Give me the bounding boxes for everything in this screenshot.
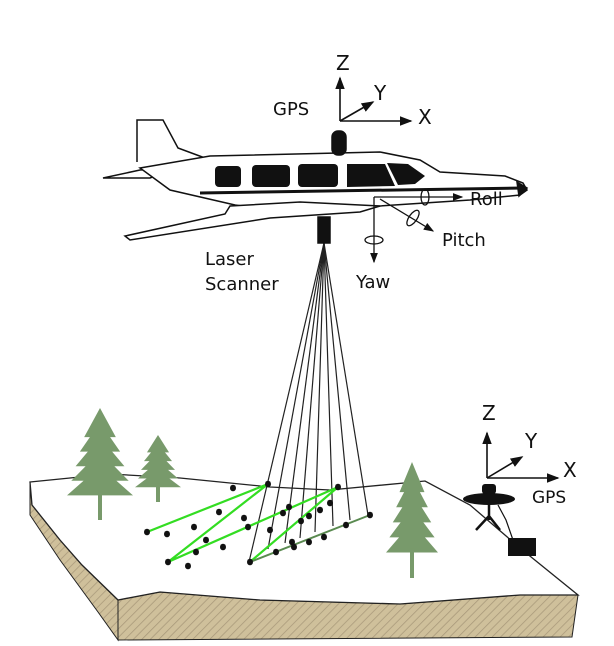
return-point: [191, 523, 197, 531]
tail-fin: [136, 119, 206, 162]
roll-label: Roll: [470, 189, 503, 210]
return-point: [241, 514, 247, 522]
return-point: [144, 528, 150, 536]
trees: [67, 408, 438, 578]
scan-pattern: [144, 480, 373, 570]
return-point: [267, 526, 273, 534]
aircraft-axis-y-label: Y: [373, 81, 387, 105]
return-point: [273, 548, 279, 556]
ground-axes: [482, 431, 560, 483]
ground-axis-y-label: Y: [524, 429, 538, 453]
airplane-windows: [215, 163, 425, 187]
return-point: [216, 508, 222, 516]
gps-cable: [497, 504, 514, 541]
tree-icon: [386, 462, 438, 578]
laser-scanner-label-line1: Laser: [205, 249, 255, 270]
yaw-label: Yaw: [355, 272, 390, 293]
laser-beam: [267, 242, 325, 550]
return-point: [247, 558, 253, 566]
fuselage-stripe: [199, 186, 523, 195]
return-point: [343, 521, 349, 529]
attitude-axes: [364, 188, 464, 264]
return-point: [220, 543, 226, 551]
nose-cone: [516, 180, 529, 198]
return-point: [193, 548, 199, 556]
return-point: [298, 517, 304, 525]
gps-receiver-box: [508, 538, 536, 556]
aircraft-axis-z-label: Z: [336, 51, 350, 75]
laser-return-points: [144, 480, 373, 570]
tree-icon: [67, 408, 133, 520]
yaw-rotation-icon: [364, 235, 384, 245]
return-point: [291, 543, 297, 551]
pitch-label: Pitch: [442, 230, 486, 251]
terrain-top-surface: [29, 473, 580, 605]
return-point: [327, 499, 333, 507]
laser-beam: [323, 242, 369, 516]
return-point: [317, 506, 323, 514]
laser-scanner-label-line2: Scanner: [205, 274, 279, 295]
ground-axis-z-label: Z: [482, 401, 496, 425]
aircraft-axes: [335, 76, 413, 126]
return-point: [245, 523, 251, 531]
return-point: [165, 558, 171, 566]
return-point: [306, 512, 312, 520]
return-point: [289, 538, 295, 546]
gps-antenna-plate: [463, 493, 515, 505]
aircraft-axis-x-label: X: [418, 105, 432, 129]
laser-beam: [299, 242, 325, 539]
tree-icon: [135, 435, 181, 502]
return-point: [367, 511, 373, 519]
terrain-block: [29, 473, 580, 642]
return-point: [286, 503, 292, 511]
aircraft-gps-label: GPS: [273, 99, 309, 120]
wing: [123, 201, 381, 241]
ground-axis-x-label: X: [563, 458, 577, 482]
laser-beams: [248, 242, 369, 563]
gps-tripod: [475, 504, 501, 531]
pitch-rotation-icon: [406, 209, 420, 227]
return-point: [230, 484, 236, 492]
laser-beam: [284, 242, 325, 544]
roll-rotation-icon: [420, 188, 430, 206]
return-point: [280, 509, 286, 517]
return-point: [164, 530, 170, 538]
laser-beam: [314, 242, 325, 533]
laser-scanner-unit: [317, 216, 331, 244]
return-point: [203, 536, 209, 544]
laser-beam: [323, 242, 351, 521]
return-point: [265, 480, 271, 488]
laser-beam: [248, 242, 325, 563]
return-point: [306, 538, 312, 546]
ground-gps-station: [463, 484, 536, 556]
gps-antenna-cap: [482, 484, 496, 494]
pitch-axis: [379, 198, 435, 232]
antenna-gps: [331, 130, 347, 156]
scan-line-tail: [249, 514, 371, 563]
ground-gps-label: GPS: [532, 488, 566, 508]
return-point: [185, 562, 191, 570]
laser-beam: [323, 242, 334, 527]
return-point: [335, 483, 341, 491]
return-point: [321, 533, 327, 541]
